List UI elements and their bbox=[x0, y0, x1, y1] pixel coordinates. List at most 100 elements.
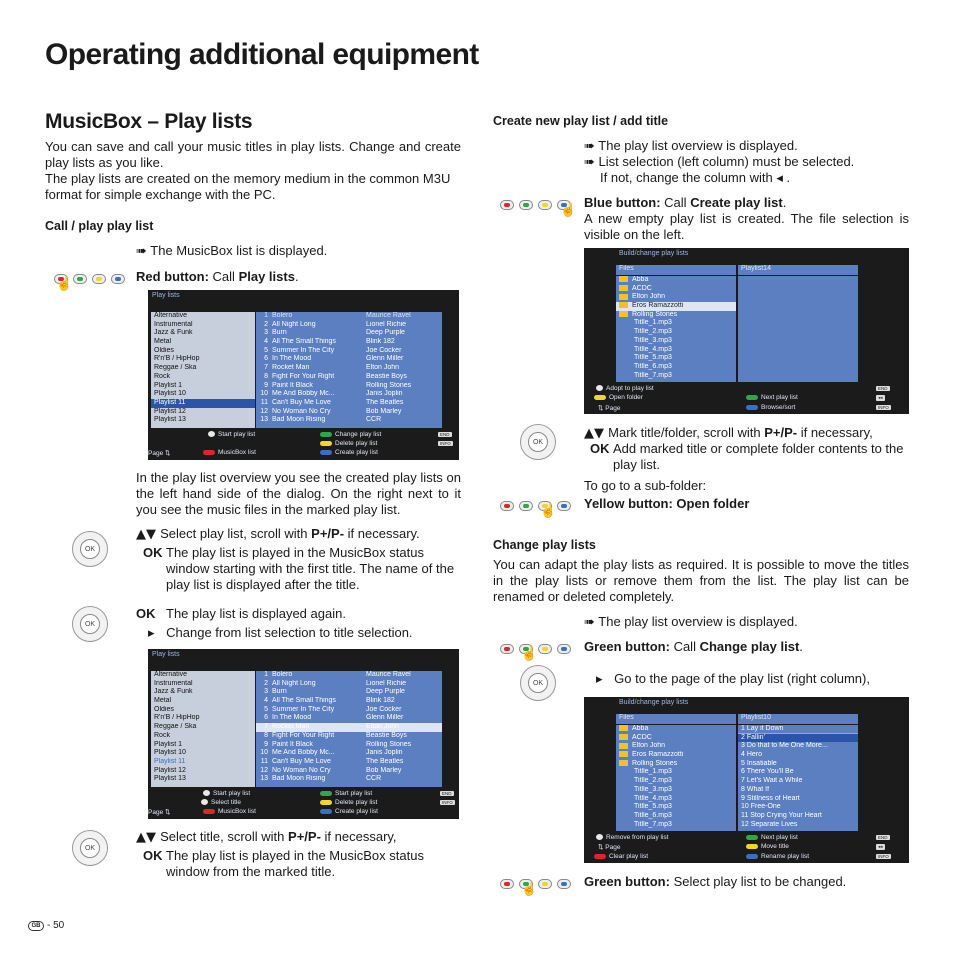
list-item[interactable]: 1 Lay it Down bbox=[738, 725, 858, 734]
list-item[interactable]: 12 Separate Lives bbox=[741, 820, 798, 828]
list-item[interactable]: ACDC bbox=[616, 734, 736, 743]
list-item[interactable]: Abba bbox=[616, 276, 736, 285]
list-item[interactable]: Playlist 12 bbox=[154, 407, 186, 415]
list-item[interactable]: Titlle_5.mp3 bbox=[616, 354, 736, 363]
list-item[interactable]: Titlle_1.mp3 bbox=[616, 768, 736, 777]
call-step-1-text: The MusicBox list is displayed. bbox=[150, 243, 328, 258]
list-item[interactable]: Alternative bbox=[154, 312, 188, 319]
select-playlist-line: ▲▼ Select play list, scroll with P+/P- i… bbox=[136, 526, 420, 542]
list-item[interactable]: Titlle_6.mp3 bbox=[616, 363, 736, 372]
list-item[interactable]: Abba bbox=[616, 725, 736, 734]
list-item[interactable]: Eros Ramazzotti bbox=[616, 751, 736, 760]
list-item[interactable]: Instrumental bbox=[154, 679, 193, 687]
list-item[interactable]: Oldies bbox=[154, 346, 174, 354]
list-item[interactable]: 5 Insatiable bbox=[741, 759, 777, 767]
list-item[interactable]: R'n'B / HipHop bbox=[154, 355, 200, 363]
list-item[interactable]: Alternative bbox=[154, 671, 188, 678]
folder-icon bbox=[619, 751, 628, 758]
list-item[interactable]: Elton John bbox=[616, 293, 736, 302]
list-item[interactable]: Playlist 1 bbox=[154, 381, 183, 389]
list-item[interactable]: Oldies bbox=[154, 705, 174, 713]
list-item[interactable]: Jazz & Funk bbox=[154, 688, 193, 696]
arrow-right-icon: ➠ bbox=[584, 614, 599, 629]
pointing-hand-icon: ☝ bbox=[521, 881, 538, 896]
list-item[interactable]: Jazz & Funk bbox=[154, 329, 193, 337]
list-item[interactable]: Titlle_1.mp3 bbox=[616, 319, 736, 328]
list-item[interactable]: Rock bbox=[154, 731, 170, 739]
list-item[interactable]: Titlle_7.mp3 bbox=[616, 821, 736, 830]
list-item[interactable]: Titlle_4.mp3 bbox=[616, 795, 736, 804]
list-item[interactable]: Titlle_2.mp3 bbox=[616, 777, 736, 786]
intro-paragraph-2: The play lists are created on the memory… bbox=[45, 171, 451, 202]
list-item[interactable]: Playlist 12 bbox=[154, 766, 186, 774]
list-item[interactable]: Instrumental bbox=[154, 320, 193, 328]
list-item[interactable]: Titlle_3.mp3 bbox=[616, 786, 736, 795]
folder-icon bbox=[619, 328, 630, 334]
list-item[interactable]: Reggae / Ska bbox=[154, 364, 197, 372]
list-item[interactable]: Playlist 10 bbox=[154, 390, 186, 398]
list-item[interactable]: Playlist 13 bbox=[154, 416, 186, 424]
footer-rewind-icon: ◂◂ bbox=[876, 844, 885, 850]
list-item[interactable]: Titlle_7.mp3 bbox=[616, 372, 736, 381]
list-item[interactable]: Rock bbox=[154, 372, 170, 380]
list-item[interactable]: Playlist 13 bbox=[154, 775, 186, 783]
list-item[interactable]: Metal bbox=[154, 697, 172, 705]
list-item[interactable]: ACDC bbox=[616, 285, 736, 294]
list-item[interactable]: Titlle_2.mp3 bbox=[616, 328, 736, 337]
list-item[interactable]: Elton John bbox=[616, 742, 736, 751]
list-item[interactable]: 6 There You'll Be bbox=[741, 768, 794, 776]
list-item[interactable]: Titlle_4.mp3 bbox=[616, 346, 736, 355]
list-item[interactable]: 2 Fallin' bbox=[738, 733, 858, 743]
list-item[interactable]: R'n'B / HipHop bbox=[154, 714, 200, 722]
list-item[interactable]: 4 Hero bbox=[741, 751, 763, 759]
folder-icon bbox=[619, 320, 630, 326]
list-item[interactable]: Playlist 11 bbox=[154, 757, 186, 765]
list-item[interactable]: Playlist 10 bbox=[154, 749, 186, 757]
list-item[interactable]: 3 Do that to Me One More... bbox=[741, 742, 828, 750]
list-item[interactable]: Titlle_5.mp3 bbox=[616, 803, 736, 812]
list-item[interactable]: 11 Stop Crying Your Heart bbox=[741, 811, 822, 819]
list-item[interactable]: 8 What If bbox=[741, 785, 770, 793]
list-item[interactable]: Rolling Stones bbox=[616, 760, 736, 769]
playlist-header: Playlist10 bbox=[738, 714, 858, 724]
list-item[interactable]: Playlist 1 bbox=[154, 740, 183, 748]
list-item[interactable]: 9 Stillness of Heart bbox=[741, 794, 800, 802]
list-item[interactable]: Titlle_3.mp3 bbox=[616, 337, 736, 346]
list-item[interactable]: Rolling Stones bbox=[616, 311, 736, 320]
list-item[interactable]: Eros Ramazzotti bbox=[616, 302, 736, 311]
list-item[interactable]: Metal bbox=[154, 338, 172, 346]
folder-icon bbox=[619, 733, 628, 740]
list-item[interactable]: 10 Free-One bbox=[741, 803, 781, 811]
list-item[interactable]: Titlle_6.mp3 bbox=[616, 812, 736, 821]
list-item[interactable]: 7 Let's Wait a While bbox=[741, 777, 803, 785]
list-item[interactable]: Reggae / Ska bbox=[154, 723, 197, 731]
list-item[interactable]: Playlist 11 bbox=[151, 398, 255, 408]
